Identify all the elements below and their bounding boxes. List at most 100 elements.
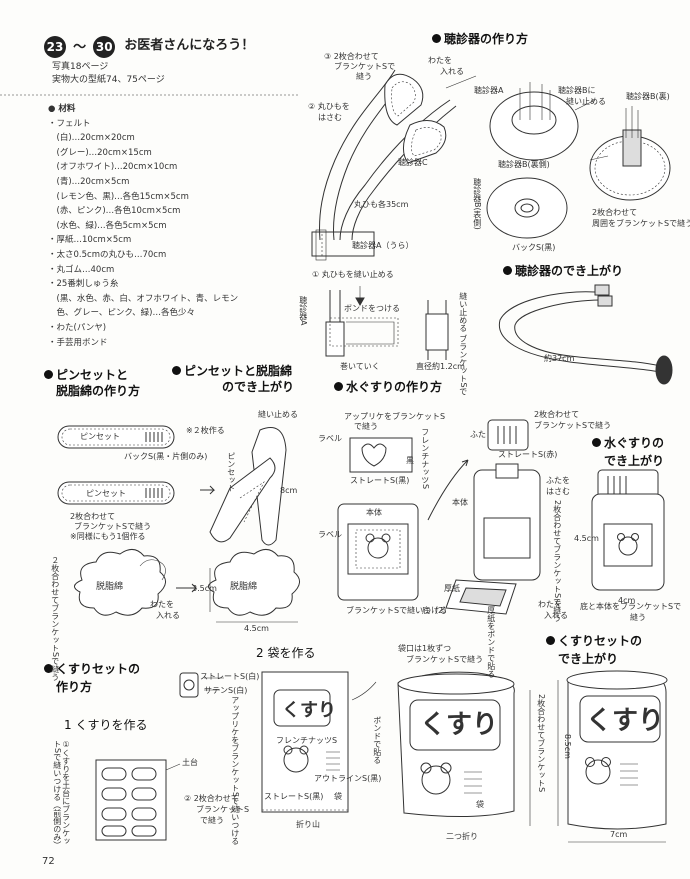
material-item: (青)…20cm×5cm (48, 176, 130, 187)
label-two-blanket-kit-1: ② 2枚合わせて (184, 794, 239, 803)
label-back-s-one: バックS(黒・片側のみ) (124, 452, 208, 461)
label-fold-line: 折り山 (296, 820, 320, 829)
material-item: (白)…20cm×20cm (48, 133, 135, 144)
label-straight-black: ストレートS(黒) (350, 476, 410, 485)
number-badge-end: 30 (93, 36, 116, 58)
label-applique-1: アップリケをブランケットS (344, 412, 446, 421)
label-dim-med4: 4cm (618, 596, 636, 605)
cotton-drawing (74, 549, 300, 623)
page-number: 72 (42, 856, 55, 867)
photo-reference: 写真18ページ (52, 62, 109, 72)
label-chest-b-right: 聴診器B(表側) (472, 178, 482, 230)
label-chest-b-2: 縫い止める (566, 97, 606, 106)
label-french-knot-s: フレンチナッツS (276, 736, 338, 745)
label-outline-s: アウトラインS(黒) (314, 774, 382, 783)
label-two-blanket-kit-3: で縫う (200, 816, 224, 825)
label-chest-b-top: 聴診器B(裏) (626, 92, 670, 101)
label-straight-b: ストレートS(白) (200, 672, 260, 681)
stethoscope-make-heading: 聴診器の作り方 (432, 30, 528, 47)
material-item: (オフホワイト)…20cm×10cm (48, 162, 178, 173)
materials-title: ● 材料 (48, 104, 76, 114)
tweezers-make-heading-2: 脱脂綿の作り方 (56, 384, 141, 398)
label-s-step1: ① 丸ひもを縫い止める (312, 270, 394, 279)
label-chest-c: 聴診器C (398, 158, 428, 167)
pill-drawing (95, 672, 224, 841)
material-item: ・フェルト (48, 118, 91, 129)
label-cotton-left-vertical: ２枚合わせてブランケットSで縫う (50, 556, 60, 682)
label-cotton-swab2: 脱脂綿 (230, 582, 258, 592)
label-dim-7: 7cm (610, 830, 628, 839)
label-applique-2: で縫う (354, 422, 378, 431)
label-cotton-swab: 脱脂綿 (96, 582, 124, 592)
tweezers-done-heading-1: ピンセットと脱脂綿 (172, 362, 292, 379)
label-approx37: 約37cm (544, 354, 575, 363)
label-diameter: 直径約1.2cm (416, 362, 465, 371)
label-same-one-more: ※同様にもう1個作る (70, 532, 146, 541)
label-cotton-in-2: 入れる (440, 67, 464, 76)
label-two-piece-round-2: 周囲をブランケットSで縫う (592, 219, 690, 228)
material-item: (赤、ピンク)…各色10cm×5cm (48, 206, 181, 217)
label-label2: ラベル (318, 530, 342, 539)
tweezers-make-heading-1: ピンセットと (44, 366, 128, 383)
label-dim-85: 8.5cm (562, 734, 572, 759)
kit-done-heading-2: でき上がり (558, 652, 619, 666)
label-straight-red: ストレートS(赤) (498, 450, 558, 459)
label-lid-sandwich-2: はさむ (546, 487, 570, 496)
material-item: (レモン色、黒)…各色15cm×5cm (48, 191, 189, 202)
label-sew-stop-blanket: 縫い止める ブランケットSで (458, 292, 468, 396)
svg-text:くすり: くすり (282, 700, 336, 721)
medicine-make-heading: 水ぐすりの作り方 (334, 378, 442, 395)
kit-make-heading-2: 作り方 (56, 680, 93, 694)
number-badge-start: 23 (44, 36, 66, 58)
label-s-step3b: ブランケットSで (334, 62, 396, 71)
label-bottom: 底（2） (422, 606, 452, 615)
label-body: 本体 (366, 508, 382, 517)
label-two-blanket-1: 2枚合わせて (70, 512, 116, 521)
label-two-piece-vertical: 2枚合わせてブランケットSで縫う (552, 500, 562, 623)
page-title: お医者さんになろう！ (124, 38, 255, 53)
medicine-bottle-drawing (337, 419, 665, 615)
label-french-knot: フレンチナッツS (420, 428, 430, 490)
label-dim35: 3.5cm (192, 584, 217, 593)
material-item: ・丸ゴム…40cm (48, 264, 115, 275)
label-label-word: ラベル (318, 434, 342, 443)
kit-done-heading-1: くすりセットの (546, 632, 642, 649)
medicine-done-heading-2: でき上がり (604, 454, 665, 468)
label-chest-b-back: 聴診器B(裏側) (498, 160, 550, 169)
label-lid-sandwich-1: ふたを (546, 476, 570, 485)
page-header: 23 ～ 30 お医者さんになろう！ (44, 34, 254, 58)
label-chest-a-back: 聴診器A（うら） (352, 241, 414, 250)
label-chest-a-vertical: 聴診器A (298, 296, 308, 326)
material-item: (黒、水色、赤、白、オフホワイト、青、レモン (48, 293, 239, 304)
label-two-lid-1: 2枚合わせて (534, 410, 580, 419)
label-straight-black2: ストレートS(黒) (264, 792, 324, 801)
label-bag-char2: 袋 (476, 800, 484, 809)
kit-make-heading-1: くすりセットの (44, 660, 140, 677)
label-bond: ボンドをつける (344, 304, 400, 313)
label-cord-each: 丸ひも各35cm (354, 200, 409, 209)
label-s-step3: ③ 2枚合わせて (324, 52, 379, 61)
label-two-blanket-2: ブランケットSで縫う (74, 522, 152, 531)
pattern-reference: 実物大の型紙74、75ページ (52, 75, 165, 85)
materials-section: ● 材料 ・フェルト (白)…20cm×20cm (グレー)…20cm×15cm… (48, 102, 238, 350)
label-bottom-body-1: 底と本体をブランケットSで (580, 602, 682, 611)
label-wrap: 巻いていく (340, 362, 380, 371)
stethoscope-tubes-drawing (311, 69, 477, 261)
label-satin-b: サテンS(白) (204, 686, 248, 695)
material-item: (水色、緑)…各色5cm×5cm (48, 220, 167, 231)
label-cotton-in-1: わたを (428, 56, 452, 65)
material-item: (グレー)…20cm×15cm (48, 147, 152, 158)
label-two-blanket-kit-2: ブランケットS (196, 805, 250, 814)
label-blanket-attach: ブランケットSで縫いつける (346, 606, 448, 615)
label-bottom-body-2: 縫う (630, 613, 646, 622)
label-chest-b-1: 聴診器Bに (558, 86, 596, 95)
label-place-on-base: ①くすりを土台にブランケットSで縫いつける（前側のみ） (52, 740, 71, 850)
label-dim45: 4.5cm (244, 624, 269, 633)
label-tweezers: ピンセット (80, 432, 120, 441)
label-dim-med45: 4.5cm (574, 534, 599, 543)
material-item: ・太さ0.5cmの丸ひも…70cm (48, 249, 167, 260)
label-body2: 本体 (452, 498, 468, 507)
label-s-step2b: はさむ (318, 113, 342, 122)
stethoscope-done-heading: 聴診器のでき上がり (503, 262, 623, 279)
label-back-s: バックS(黒) (512, 243, 556, 252)
